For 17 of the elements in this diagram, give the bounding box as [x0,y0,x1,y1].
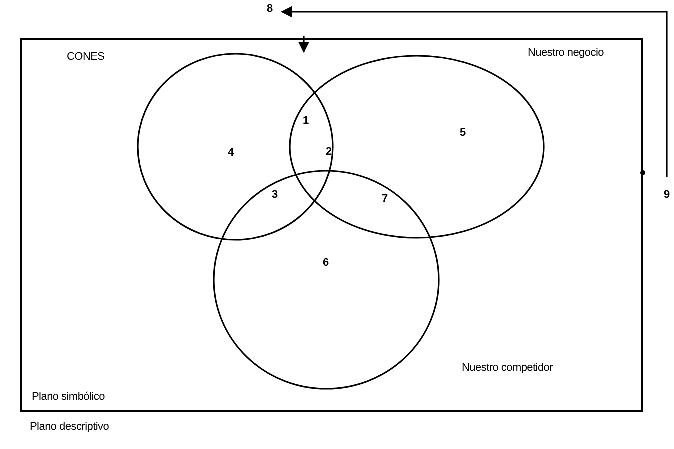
region-number: 4 [228,148,234,159]
plane-box [20,38,643,412]
node-text: Plano simbólico [32,392,105,403]
node-text: 8 [267,4,273,15]
region-number: 1 [303,116,309,127]
region-number: 7 [382,194,388,205]
region-number: 2 [326,147,332,158]
node-text: Nuestro negocio [528,48,604,59]
arrow [280,6,668,177]
region-number: 9 [664,190,670,201]
node-text: CONES [67,52,105,63]
region-number: 3 [272,190,278,201]
region-number: 6 [323,258,329,269]
region-number: 5 [460,128,466,139]
node-text: Nuestro competidor [462,363,554,374]
plane-label: Plano descriptivo [30,422,110,433]
set-ellipse [66,50,334,241]
